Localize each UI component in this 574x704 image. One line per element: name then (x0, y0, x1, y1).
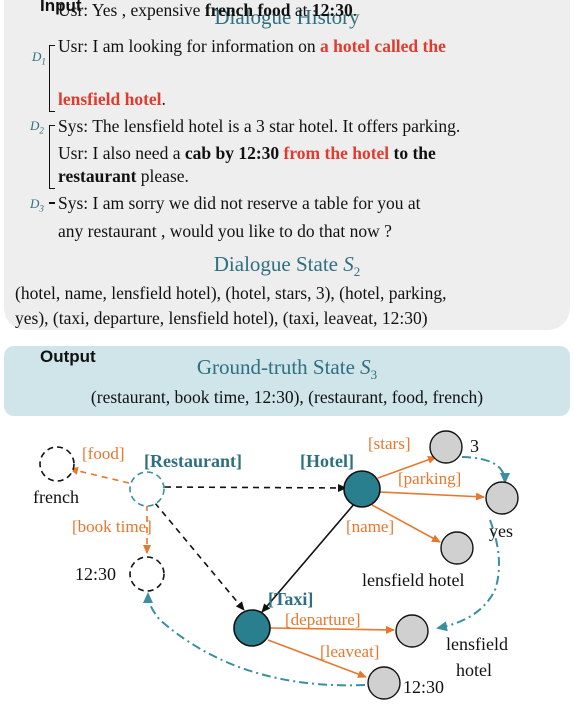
label-slot-name: [name] (346, 517, 394, 536)
turn-label-2: D2 (30, 118, 44, 136)
domain-node-restaurant (129, 471, 165, 507)
dialogue-history-title: Dialogue History (214, 5, 360, 29)
turn-2-line-1: Sys: The lensfield hotel is a 3 star hot… (58, 116, 461, 136)
turn-bracket-2 (49, 125, 55, 189)
label-slot-stars: [stars] (368, 434, 410, 453)
label-value-stars: 3 (470, 436, 479, 456)
output-label: Output (40, 347, 96, 366)
label-value-parking: yes (489, 521, 513, 541)
value-node-leaveat (367, 666, 401, 700)
turn-bracket-1 (49, 45, 55, 112)
dialogue-state-line-2: yes), (taxi, departure, lensfield hotel)… (15, 308, 428, 328)
label-value-hotel-name: lensfield hotel (362, 570, 464, 590)
label-hotel: [Hotel] (300, 451, 354, 471)
label-slot-book-time: [book time] (72, 517, 152, 536)
turn-3-line-2: any restaurant , would you like to do th… (58, 221, 392, 241)
edge-restaurant-hotel (156, 482, 347, 492)
label-value-departure-2: hotel (456, 660, 492, 680)
edge-stars (377, 455, 437, 479)
input-label: Input (40, 0, 82, 15)
turn-label-3: D3 (30, 196, 44, 214)
label-value-restaurant-time: 12:30 (75, 564, 116, 584)
value-node-stars (429, 430, 463, 464)
label-slot-leaveat: [leaveat] (320, 642, 379, 661)
value-node-restaurant-time (129, 556, 165, 592)
domain-node-hotel (343, 470, 381, 508)
edge-restaurant-taxi (154, 502, 245, 611)
label-value-departure-1: lensfield (446, 634, 508, 654)
turn-1-line-2: lensfield hotel. (58, 89, 166, 109)
turn-3-line-3: Usr: Yes , expensive french food at 12:3… (58, 0, 358, 20)
edge-leaveat (267, 639, 367, 678)
dialogue-state-title: Dialogue State S2 (213, 252, 361, 280)
label-slot-parking: [parking] (398, 469, 461, 488)
label-slot-departure: [departure] (285, 610, 361, 629)
label-value-french: french (33, 487, 79, 507)
output-panel (4, 346, 570, 416)
edge-departure (269, 625, 395, 634)
label-restaurant: [Restaurant] (144, 451, 242, 471)
turn-2-line-2: Usr: I also need a cab by 12:30 from the… (58, 143, 436, 163)
label-slot-food: [food] (82, 444, 124, 463)
domain-node-taxi (233, 609, 271, 647)
value-node-departure (395, 614, 429, 648)
edge-parking (379, 491, 485, 501)
turn-1-line-1: Usr: I am looking for information on a h… (58, 36, 446, 56)
edge-name (371, 504, 441, 543)
value-node-hotel-name (440, 531, 474, 565)
label-taxi: [Taxi] (268, 589, 313, 609)
teal-arrow-name-departure (436, 519, 500, 632)
ground-truth-line: (restaurant, book time, 12:30), (restaur… (90, 387, 484, 407)
dialogue-state-line-1: (hotel, name, lensfield hotel), (hotel, … (15, 283, 447, 303)
edge-hotel-taxi (261, 494, 364, 613)
value-node-french (39, 446, 75, 482)
turn-bracket-3 (49, 202, 55, 204)
turn-label-1: D1 (32, 49, 46, 67)
turn-3-line-1: Sys: I am sorry we did not reserve a tab… (58, 193, 421, 213)
teal-arrow-stars-parking (461, 456, 510, 484)
value-node-parking (485, 481, 519, 515)
ground-truth-title: Ground-truth State S3 (196, 355, 378, 383)
input-panel (4, 0, 570, 330)
turn-2-line-3: restaurant please. (58, 166, 189, 186)
edge-food (69, 466, 130, 484)
label-value-leaveat: 12:30 (403, 677, 444, 697)
